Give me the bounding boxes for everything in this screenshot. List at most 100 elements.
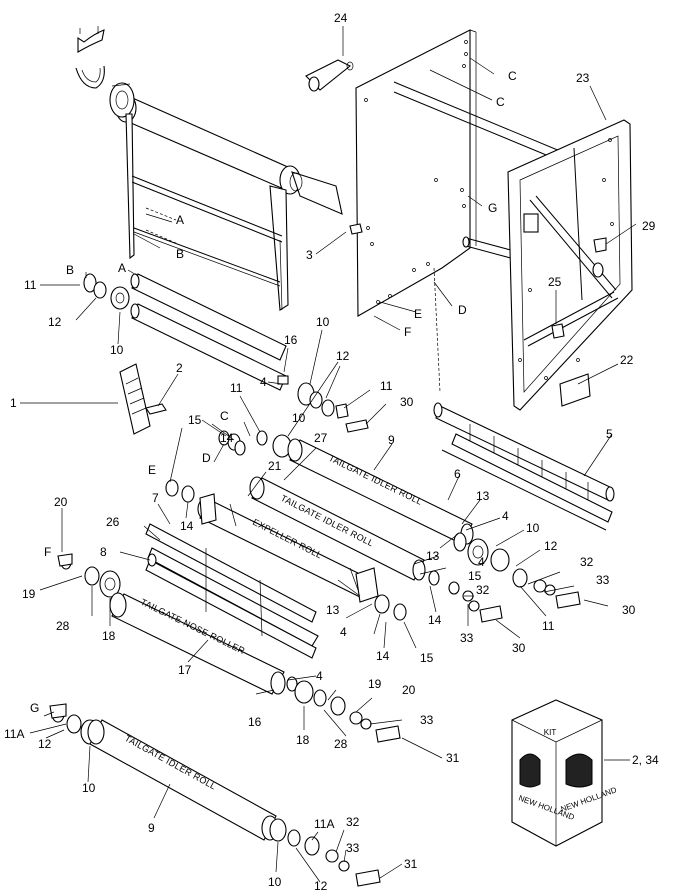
callout-7: 7 (152, 491, 159, 505)
callout-11a: 11A (314, 817, 334, 831)
left-bearing-stack (83, 273, 130, 310)
callout-20: 20 (402, 683, 416, 697)
ref-letter-c: C (496, 95, 505, 109)
callout-33: 33 (460, 631, 474, 645)
callout-33: 33 (596, 573, 610, 587)
callout-10: 10 (110, 343, 124, 357)
callout-31: 31 (404, 857, 418, 871)
leader-lines (20, 26, 637, 883)
bearing-cluster-lower-right (269, 818, 381, 887)
callout-19: 19 (22, 587, 36, 601)
upper-roller-frame (109, 82, 343, 311)
ref-letter-g: G (30, 701, 39, 715)
callout-32: 32 (580, 555, 594, 569)
callout-28: 28 (56, 619, 70, 633)
bearing-stack-f (57, 553, 121, 598)
callout-15: 15 (468, 569, 482, 583)
callout-10: 10 (316, 315, 330, 329)
expeller-roll: EXPELLER ROLL (197, 493, 379, 603)
callout-16: 16 (248, 715, 262, 729)
reference-letters: A A B B C C C D D E E F F G G (30, 69, 517, 715)
ref-letter-g: G (488, 201, 497, 215)
clip-part-lower (75, 65, 105, 89)
callout-14: 14 (428, 613, 442, 627)
callout-12: 12 (38, 737, 52, 751)
callout-22: 22 (620, 353, 634, 367)
cross-tubes (393, 81, 573, 261)
callout-10: 10 (526, 521, 540, 535)
right-side-panel (507, 119, 633, 411)
bearing-cluster-right (428, 532, 581, 623)
callout-labels: 1 2 3 4 4 4 4 4 5 6 7 8 9 9 10 10 10 10 … (4, 11, 659, 893)
callout-29: 29 (642, 219, 656, 233)
ref-letter-e: E (414, 307, 422, 321)
shield-plate-part (119, 363, 167, 435)
callout-31: 31 (446, 751, 460, 765)
long-rod (441, 433, 613, 531)
callout-16: 16 (284, 333, 298, 347)
callout-27: 27 (314, 431, 328, 445)
callout-30: 30 (622, 603, 636, 617)
callout-13: 13 (326, 603, 340, 617)
clip-part-upper (77, 26, 105, 53)
callout-11: 11 (542, 619, 555, 633)
ref-letter-e: E (148, 463, 156, 477)
callout-33: 33 (420, 713, 434, 727)
callout-4: 4 (260, 375, 267, 389)
callout-28: 28 (334, 737, 348, 751)
callout-14: 14 (220, 431, 234, 445)
callout-9: 9 (388, 433, 395, 447)
callout-14: 14 (376, 649, 390, 663)
ref-letter-b: B (176, 247, 184, 261)
ref-letter-d: D (202, 451, 211, 465)
callout-30: 30 (400, 395, 414, 409)
bearing-plate-part (305, 59, 354, 92)
callout-10: 10 (268, 875, 282, 889)
callout-15: 15 (188, 413, 202, 427)
ref-letter-f: F (404, 325, 411, 339)
callout-4: 4 (316, 669, 323, 683)
strip-parts (145, 523, 319, 659)
callout-11a: 11A (4, 727, 24, 741)
callout-4: 4 (478, 555, 485, 569)
callout-11: 11 (24, 278, 37, 292)
callout-32: 32 (476, 583, 490, 597)
callout-10: 10 (82, 781, 96, 795)
kit-label: KIT (544, 728, 557, 737)
callout-4: 4 (340, 625, 347, 639)
ref-letter-c: C (508, 69, 517, 83)
callout-24: 24 (334, 11, 348, 25)
bearing-cluster-expeller-right (374, 594, 407, 621)
callout-12: 12 (544, 539, 558, 553)
rod-pair (130, 273, 289, 391)
ref-letter-f: F (44, 545, 51, 559)
callout-20: 20 (54, 495, 68, 509)
callout-4: 4 (502, 509, 509, 523)
ref-letter-b: B (66, 263, 74, 277)
ref-letter-c: C (220, 409, 229, 423)
callout-19: 19 (368, 677, 382, 691)
callout-8: 8 (100, 545, 107, 559)
ref-letter-d: D (458, 303, 467, 317)
tailgate-idler-roll-lower: TAILGATE IDLER ROLL (87, 719, 279, 841)
tine-bar-assembly (433, 402, 615, 504)
bearing-cluster-nose-right (286, 676, 401, 743)
callout-1: 1 (10, 396, 17, 410)
callout-12: 12 (314, 879, 328, 893)
callout-32: 32 (346, 815, 360, 829)
callout-6: 6 (454, 467, 461, 481)
callout-10: 10 (292, 411, 306, 425)
ref-letter-a: A (118, 261, 126, 275)
callout-14: 14 (180, 519, 194, 533)
callout-26: 26 (106, 515, 120, 529)
callout-30: 30 (512, 641, 526, 655)
ref-letter-a: A (176, 213, 184, 227)
callout-33: 33 (346, 841, 360, 855)
callout-18: 18 (296, 733, 310, 747)
callout-13: 13 (426, 549, 440, 563)
callout-9: 9 (148, 821, 155, 835)
callout-11: 11 (380, 379, 393, 393)
kit-box: KIT NEW HOLLAND NEW HOLLAND (511, 699, 618, 847)
callout-17: 17 (178, 663, 192, 677)
